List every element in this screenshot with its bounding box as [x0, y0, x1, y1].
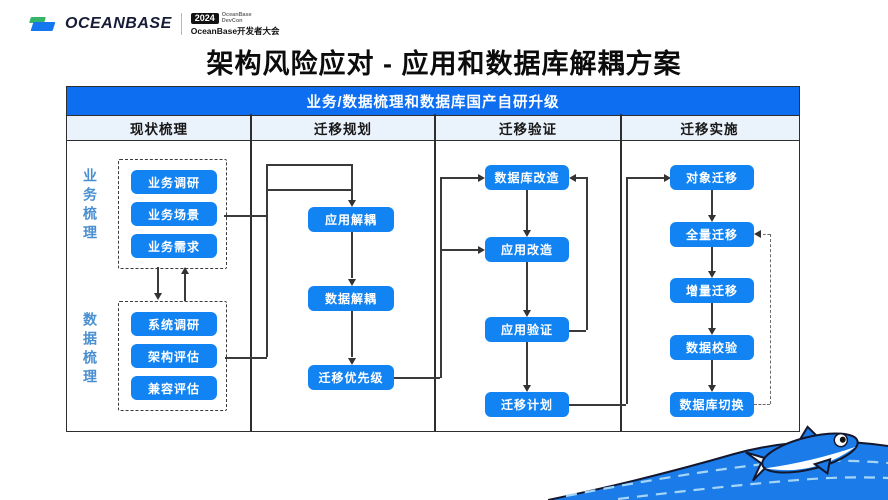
wave-graphic: [548, 425, 888, 500]
node-database-rebuild: 数据库改造: [485, 165, 569, 190]
node-app-decouple: 应用解耦: [308, 207, 394, 232]
badge-year: 2024: [190, 13, 219, 25]
node-migration-schedule: 迁移计划: [485, 392, 569, 417]
node-app-rebuild: 应用改造: [485, 237, 569, 262]
node-data-check: 数据校验: [670, 335, 754, 360]
connector-incremental-to-check: [711, 303, 713, 328]
connector-priority-out: [394, 377, 440, 379]
feedback-verify-up: [586, 177, 588, 330]
process-table: 业务/数据梳理和数据库国产自研升级 现状梳理 迁移规划 迁移验证 迁移实施: [66, 86, 800, 432]
connector-top-branch-1: [266, 164, 352, 166]
group-label-data: 数据梳理: [82, 312, 98, 388]
badge-event-cn: OceanBase开发者大会: [190, 25, 280, 36]
connector-obj-to-full: [711, 190, 713, 215]
connector-into-object-migrate: [626, 177, 664, 179]
arrowhead-up-icon: [181, 267, 189, 274]
logo-separator: [180, 13, 182, 36]
connector-into-app-rebuild: [440, 249, 478, 251]
connector-business-to-data: [157, 267, 159, 293]
oceanbase-flag-icon: [29, 16, 56, 32]
arrowhead-down-icon: [154, 293, 162, 300]
connector-into-db-rebuild: [440, 177, 478, 179]
column-header-migration-implement: 迁移实施: [680, 122, 739, 137]
connector-trunk-col4: [626, 177, 628, 404]
arrowhead-down-icon: [708, 385, 716, 392]
arrowhead-down-icon: [523, 310, 531, 317]
node-incremental-migration: 增量迁移: [670, 278, 754, 303]
data-group-box: [118, 301, 227, 411]
table-column-header-row: 现状梳理 迁移规划 迁移验证 迁移实施: [67, 115, 799, 141]
column-divider-2: [434, 114, 436, 431]
feedback-into-full-dashed: [763, 234, 770, 235]
connector-app-to-data-decouple: [351, 232, 353, 278]
feedback-verify-out: [569, 330, 586, 332]
brand-name: OCEANBASE: [65, 15, 172, 33]
connector-full-to-incremental: [711, 247, 713, 271]
column-header-migration-verify: 迁移验证: [499, 122, 557, 137]
arrowhead-right-icon: [664, 174, 671, 182]
column-divider-1: [250, 114, 252, 431]
arrowhead-down-icon: [348, 358, 356, 365]
node-full-migration: 全量迁移: [670, 222, 754, 247]
page-title: 架构风险应对 - 应用和数据库解耦方案: [206, 49, 682, 79]
node-business-survey: 业务调研: [131, 170, 217, 194]
node-object-migration: 对象迁移: [670, 165, 754, 190]
node-migration-priority: 迁移优先级: [308, 365, 394, 390]
column-header-current-state: 现状梳理: [130, 122, 188, 137]
node-system-survey: 系统调研: [131, 312, 217, 336]
table-header-band: 业务/数据梳理和数据库国产自研升级: [67, 87, 799, 115]
arrowhead-down-icon: [348, 279, 356, 286]
arrowhead-down-icon: [708, 215, 716, 222]
connector-app-rebuild-to-verify: [526, 262, 528, 310]
column-divider-3: [620, 114, 622, 431]
connector-schedule-out: [569, 404, 626, 406]
arrowhead-down-icon: [708, 271, 716, 278]
node-compatibility-assess: 兼容评估: [131, 376, 217, 400]
arrowhead-down-icon: [523, 385, 531, 392]
arrowhead-left-icon: [569, 174, 576, 182]
connector-data-to-priority: [351, 311, 353, 357]
connector-scenario-out: [224, 215, 267, 217]
feedback-switch-up-dashed: [770, 234, 771, 404]
connector-check-to-switch: [711, 360, 713, 385]
node-architecture-assess: 架构评估: [131, 344, 217, 368]
arrowhead-left-icon: [754, 230, 761, 238]
arrowhead-right-icon: [478, 246, 485, 254]
feedback-switch-out-dashed: [754, 404, 770, 405]
arrowhead-right-icon: [478, 174, 485, 182]
group-label-business: 业务梳理: [82, 168, 98, 244]
node-business-scenario: 业务场景: [131, 202, 217, 226]
business-group-box: [118, 159, 227, 269]
connector-assess-out: [225, 357, 267, 359]
connector-trunk-col2: [266, 164, 268, 357]
connector-trunk-col3: [440, 177, 442, 378]
connector-verify-to-schedule: [526, 342, 528, 385]
connector-into-app-decouple: [351, 164, 353, 200]
fish-mascot-icon: [745, 425, 859, 482]
arrowhead-down-icon: [523, 230, 531, 237]
connector-data-to-business: [184, 274, 186, 301]
column-header-migration-plan: 迁移规划: [314, 122, 372, 137]
arrowhead-down-icon: [708, 328, 716, 335]
arrowhead-down-icon: [348, 200, 356, 207]
node-data-decouple: 数据解耦: [308, 286, 394, 311]
node-app-verify: 应用验证: [485, 317, 569, 342]
connector-top-branch-2: [266, 189, 352, 191]
connector-db-to-app-rebuild: [526, 190, 528, 230]
feedback-into-db-rebuild: [576, 177, 586, 179]
node-business-requirement: 业务需求: [131, 234, 217, 258]
node-database-switch: 数据库切换: [670, 392, 754, 417]
